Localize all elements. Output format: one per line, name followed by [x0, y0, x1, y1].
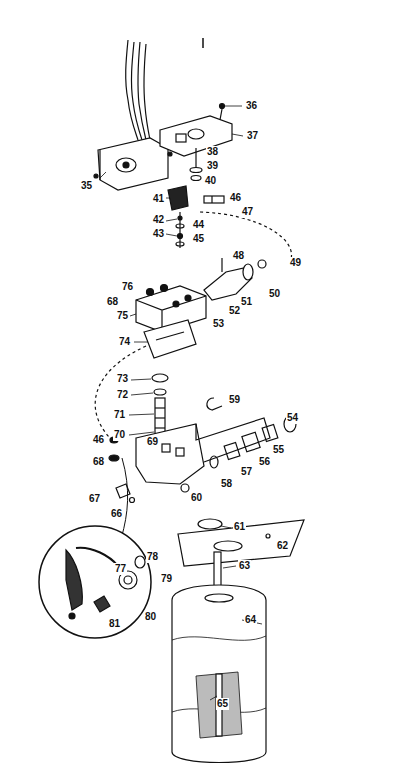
callout-number: 42: [152, 214, 165, 226]
callout-number: 58: [220, 478, 233, 490]
callout-number: 55: [272, 444, 285, 456]
callout-number: 36: [245, 100, 258, 112]
callout-number: 35: [80, 180, 93, 192]
callout-number: 54: [286, 412, 299, 424]
callout-number: 51: [240, 296, 253, 308]
callout-number: 76: [121, 281, 134, 293]
callout-number: 62: [276, 540, 289, 552]
callout-number: 45: [192, 233, 205, 245]
callout-number: 71: [113, 409, 126, 421]
callout-number: 81: [108, 618, 121, 630]
callout-number: 69: [146, 436, 159, 448]
callout-number: 52: [228, 305, 241, 317]
callout-number: 68: [106, 296, 119, 308]
callout-number: 77: [114, 563, 127, 575]
callout-number: 65: [216, 698, 229, 710]
callout-number: 46: [92, 434, 105, 446]
callout-number: 41: [152, 193, 165, 205]
callout-number: 61: [233, 521, 246, 533]
callout-number: 48: [232, 250, 245, 262]
callout-number: 53: [212, 318, 225, 330]
callout-number: 74: [118, 336, 131, 348]
callout-number: 67: [88, 493, 101, 505]
callout-number: 79: [160, 573, 173, 585]
callout-number: 60: [190, 492, 203, 504]
callout-number: 57: [240, 466, 253, 478]
callout-number: 43: [152, 228, 165, 240]
callout-number: 50: [268, 288, 281, 300]
callout-number: 73: [116, 373, 129, 385]
callout-number: 37: [246, 130, 259, 142]
callout-number: 38: [206, 146, 219, 158]
callout-number: 64: [244, 614, 257, 626]
callout-number: 80: [144, 611, 157, 623]
callout-number: 44: [192, 219, 205, 231]
callout-number: 63: [238, 560, 251, 572]
callout-number: 56: [258, 456, 271, 468]
callout-number: 49: [289, 257, 302, 269]
callout-number: 78: [146, 551, 159, 563]
callout-number: 47: [241, 206, 254, 218]
callout-number: 40: [204, 175, 217, 187]
callout-number: 46: [229, 192, 242, 204]
callout-number: 68: [92, 456, 105, 468]
callout-number: 66: [110, 508, 123, 520]
callout-number: 59: [228, 394, 241, 406]
callout-number: 39: [206, 160, 219, 172]
callout-number: 72: [116, 389, 129, 401]
callout-number: 75: [116, 310, 129, 322]
callout-number: 70: [113, 429, 126, 441]
